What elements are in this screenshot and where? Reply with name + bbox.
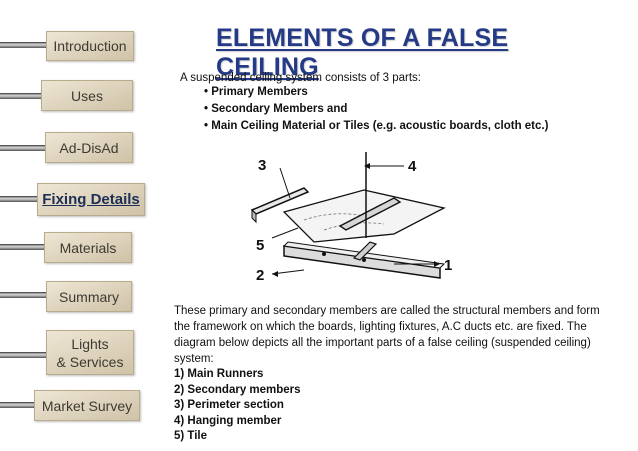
- nav-market-survey[interactable]: Market Survey: [34, 390, 140, 421]
- rail-decoration: [0, 402, 40, 408]
- list-item: 5) Tile: [174, 430, 208, 443]
- nav-fixing-details-label: Fixing Details: [42, 190, 140, 208]
- runner-slot: [362, 258, 366, 262]
- secondary-member-lower: [352, 241, 378, 261]
- diagram-label-5: 5: [256, 237, 264, 254]
- diagram-label-1: 1: [444, 257, 452, 274]
- diagram-label-3: 3: [258, 157, 266, 174]
- parts-list: 1) Main Runners 2) Secondary members 3) …: [174, 367, 301, 445]
- nav-ad-disad-label: Ad-DisAd: [59, 139, 119, 156]
- nav-materials[interactable]: Materials: [44, 232, 132, 263]
- rail-decoration: [0, 244, 50, 250]
- list-item: Main Ceiling Material or Tiles (e.g. aco…: [204, 118, 548, 135]
- nav-summary-label: Summary: [59, 288, 119, 305]
- nav-lights-label: Lights: [71, 335, 109, 352]
- list-item: 2) Secondary members: [174, 383, 301, 396]
- sidebar-nav: Introduction Uses Ad-DisAd Fixing Detail…: [0, 0, 150, 451]
- list-item: Secondary Members and: [204, 101, 548, 118]
- list-item: Primary Members: [204, 84, 548, 101]
- rail-decoration: [0, 42, 60, 48]
- secondary-member: [338, 197, 402, 231]
- nav-market-survey-label: Market Survey: [41, 397, 133, 414]
- false-ceiling-diagram: 3 4 5 1 2: [250, 152, 452, 284]
- page-title: ELEMENTS OF A FALSE CEILING: [216, 24, 509, 81]
- nav-ad-disad[interactable]: Ad-DisAd: [45, 132, 133, 163]
- perimeter-section-flange: [251, 208, 257, 224]
- runner-slot: [322, 252, 326, 256]
- rail-decoration: [0, 196, 42, 202]
- rail-decoration: [0, 352, 52, 358]
- description-paragraph: These primary and secondary members are …: [174, 305, 600, 365]
- nav-lights-services[interactable]: Lights & Services: [46, 330, 134, 375]
- rail-decoration: [0, 292, 50, 298]
- component-list: Primary Members Secondary Members and Ma…: [204, 84, 548, 135]
- rail-decoration: [0, 145, 52, 151]
- diagram-label-4: 4: [408, 158, 417, 175]
- nav-introduction[interactable]: Introduction: [46, 31, 134, 61]
- nav-materials-label: Materials: [59, 239, 117, 256]
- nav-fixing-details[interactable]: Fixing Details: [37, 183, 145, 216]
- list-item: 4) Hanging member: [174, 414, 282, 427]
- nav-services-label: & Services: [56, 353, 124, 370]
- list-item: 1) Main Runners: [174, 368, 264, 380]
- nav-uses[interactable]: Uses: [41, 80, 133, 111]
- list-item: 3) Perimeter section: [174, 399, 284, 412]
- intro-text: A suspended ceiling system consists of 3…: [180, 72, 421, 84]
- nav-uses-label: Uses: [71, 87, 103, 104]
- rail-decoration: [0, 93, 48, 99]
- nav-summary[interactable]: Summary: [46, 281, 132, 312]
- nav-introduction-label: Introduction: [53, 38, 127, 54]
- diagram-label-2: 2: [256, 267, 264, 284]
